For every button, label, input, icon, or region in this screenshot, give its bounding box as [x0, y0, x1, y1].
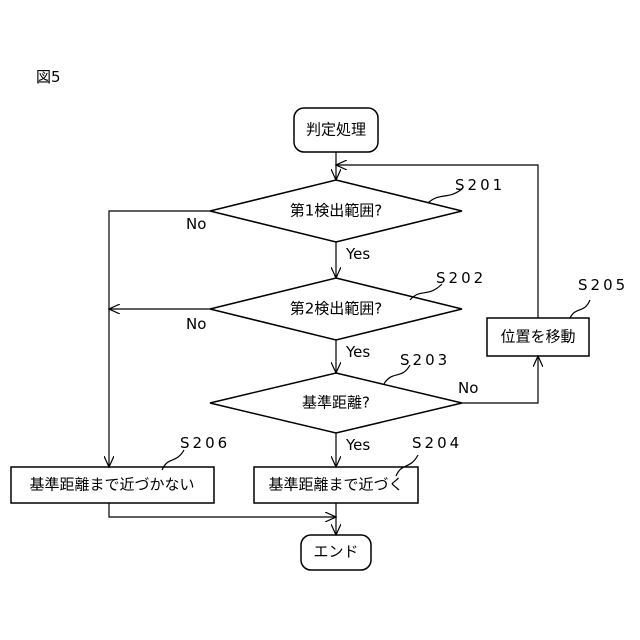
- end-label: エンド: [313, 545, 358, 560]
- edge-yes-1: Yes: [346, 247, 370, 262]
- start-label: 判定処理: [306, 123, 366, 138]
- edge-no-1: No: [186, 217, 206, 232]
- edge-no-2: No: [186, 317, 206, 332]
- figure-label: 図5: [36, 70, 61, 85]
- step-s203: S203: [400, 353, 450, 368]
- step-s206: S206: [180, 436, 230, 451]
- process-s206-label: 基準距離まで近づかない: [29, 478, 194, 493]
- decision-3-label: 基準距離?: [302, 396, 370, 411]
- step-s205: S205: [578, 278, 628, 293]
- process-s204-label: 基準距離まで近づく: [268, 478, 403, 493]
- process-s205-label: 位置を移動: [500, 330, 575, 345]
- flow-s206-to-end: [109, 503, 336, 517]
- edge-no-3: No: [458, 381, 478, 396]
- decision-1-label: 第1検出範囲?: [290, 204, 383, 219]
- edge-yes-2: Yes: [346, 345, 370, 360]
- flow-d1-no: [109, 211, 210, 467]
- leader-s204: [396, 455, 418, 476]
- step-s201: S201: [455, 178, 505, 193]
- edge-yes-3: Yes: [346, 438, 370, 453]
- decision-2-label: 第2検出範囲?: [290, 302, 383, 317]
- step-s204: S204: [412, 436, 462, 451]
- leader-s205: [570, 300, 590, 318]
- step-s202: S202: [436, 271, 486, 286]
